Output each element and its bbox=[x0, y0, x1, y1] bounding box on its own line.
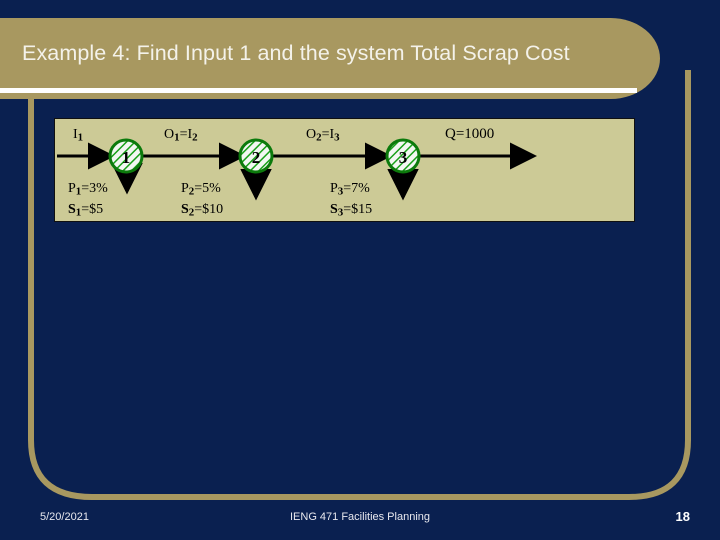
label-p3: P3=7% bbox=[330, 182, 370, 197]
s3-symbol: S bbox=[330, 202, 338, 217]
p1-subscript: 1 bbox=[75, 185, 82, 198]
input-symbol: I bbox=[73, 127, 78, 142]
footer-date: 5/20/2021 bbox=[40, 511, 89, 523]
p1-value: =3% bbox=[81, 181, 108, 196]
footer-page-number: 18 bbox=[675, 509, 690, 524]
o2-tail-subscript: 3 bbox=[334, 131, 340, 144]
s2-symbol: S bbox=[181, 202, 189, 217]
p3-symbol: P bbox=[330, 181, 338, 196]
svg-text:2: 2 bbox=[252, 148, 261, 167]
p3-subscript: 3 bbox=[337, 185, 344, 198]
title-underline-rule bbox=[0, 88, 637, 93]
s2-subscript: 2 bbox=[188, 206, 195, 219]
diagram-graphics: 1 2 3 bbox=[57, 138, 537, 201]
label-s1: S1=$5 bbox=[68, 203, 103, 218]
label-output-quantity: Q=1000 bbox=[445, 126, 495, 142]
input-subscript: 1 bbox=[77, 131, 84, 144]
s1-subscript: 1 bbox=[75, 206, 82, 219]
label-output-2: O2=I3 bbox=[306, 128, 340, 143]
s1-symbol: S bbox=[68, 202, 76, 217]
svg-text:1: 1 bbox=[122, 148, 131, 167]
s3-subscript: 3 bbox=[337, 206, 344, 219]
o1-tail-subscript: 2 bbox=[192, 131, 198, 144]
s1-value: =$5 bbox=[81, 202, 104, 217]
footer-course-title: IENG 471 Facilities Planning bbox=[289, 511, 430, 523]
p2-value: =5% bbox=[194, 181, 221, 196]
o1-subscript: 1 bbox=[174, 131, 180, 144]
p3-value: =7% bbox=[343, 181, 370, 196]
p2-symbol: P bbox=[181, 181, 189, 196]
title-banner bbox=[0, 18, 660, 99]
label-p1: P1=3% bbox=[68, 182, 108, 197]
label-s3: S3=$15 bbox=[330, 203, 372, 218]
o2-tail: =I bbox=[321, 127, 335, 142]
scrap-flow-diagram: 1 2 3 I1 O1=I2 O2=I3 Q=1000 P1=3% S1=$5 … bbox=[54, 118, 635, 222]
s2-value: =$10 bbox=[194, 202, 224, 217]
page-title: Example 4: Find Input 1 and the system T… bbox=[22, 41, 570, 65]
label-p2: P2=5% bbox=[181, 182, 221, 197]
o1-tail: =I bbox=[179, 127, 193, 142]
s3-value: =$15 bbox=[343, 202, 373, 217]
o1-symbol: O bbox=[164, 127, 175, 142]
o2-symbol: O bbox=[306, 127, 317, 142]
o2-subscript: 2 bbox=[316, 131, 322, 144]
label-s2: S2=$10 bbox=[181, 203, 223, 218]
p1-symbol: P bbox=[68, 181, 76, 196]
label-output-1: O1=I2 bbox=[164, 128, 198, 143]
p2-subscript: 2 bbox=[188, 185, 195, 198]
svg-text:3: 3 bbox=[399, 148, 408, 167]
label-input-1: I1 bbox=[73, 128, 83, 143]
